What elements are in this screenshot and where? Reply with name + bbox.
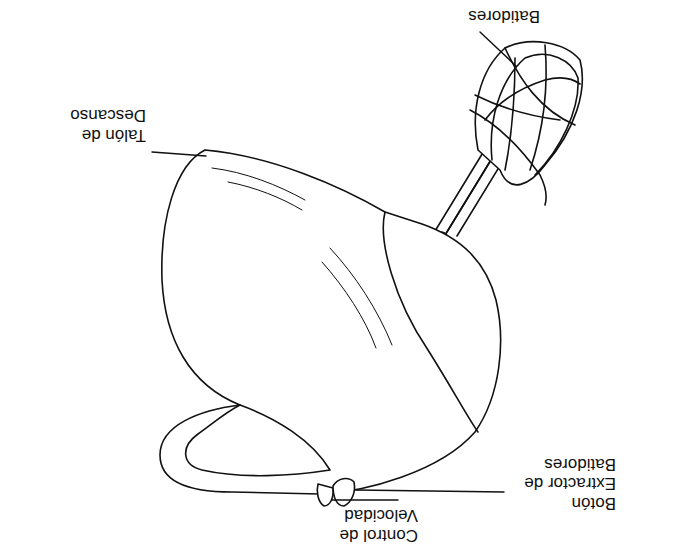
part-label: Talón de Descanso (62, 106, 146, 145)
mixer-body (160, 150, 501, 494)
ejector-button (333, 479, 355, 506)
nose-seam (383, 212, 478, 432)
part-label: Control de Velocidad (322, 506, 418, 545)
handle-opening (186, 405, 330, 476)
body-highlights (212, 168, 392, 348)
part-label: Batidores (448, 6, 540, 26)
part-label: Botón Extractor de Batidores (508, 454, 616, 513)
beater-heads (470, 42, 582, 205)
speed-control-knob (317, 484, 333, 506)
leader-lines (152, 32, 516, 500)
